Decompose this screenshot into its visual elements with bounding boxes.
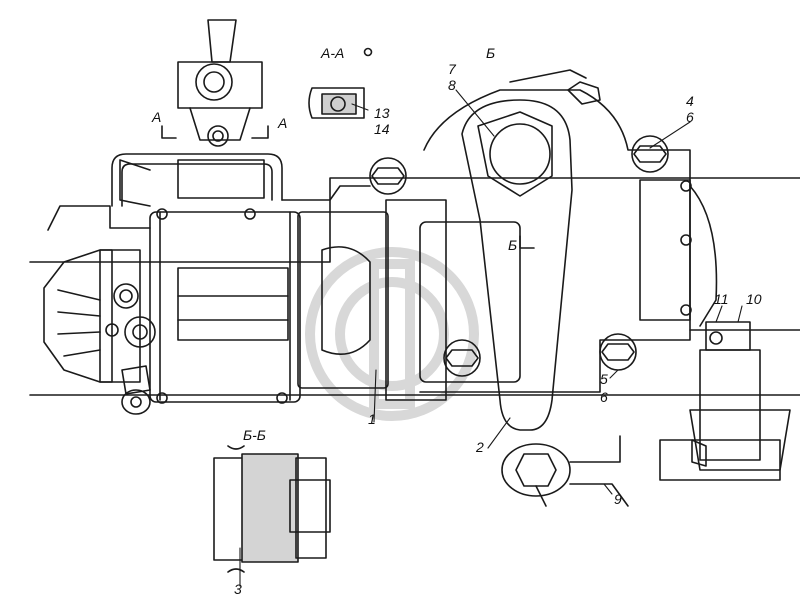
callout-13: 13	[374, 105, 390, 121]
gear-housing	[149, 208, 301, 404]
section-bb-title: Б-Б	[243, 427, 266, 443]
callout-14: 14	[374, 121, 390, 137]
callout-6-upper: 6	[686, 109, 694, 125]
section-mark-a-left: А	[152, 109, 162, 125]
callout-4: 4	[686, 93, 694, 109]
callout-2: 2	[476, 439, 484, 455]
callout-6-lower: 6	[600, 389, 608, 405]
callout-9: 9	[614, 491, 622, 507]
callout-11: 11	[714, 291, 729, 307]
callout-7: 7	[448, 61, 456, 77]
plug	[121, 365, 151, 415]
cylinder-housing	[297, 157, 521, 401]
section-mark-a-right: А	[278, 115, 288, 131]
section-mark-b: Б	[508, 237, 518, 253]
callout-5: 5	[600, 371, 608, 387]
end-cap	[43, 249, 156, 383]
universal-joint	[119, 19, 265, 207]
section-marks	[161, 125, 535, 249]
section-aa-title: А-А	[321, 45, 345, 61]
pitman-arm	[461, 69, 601, 507]
section-aa	[308, 47, 373, 119]
callout-3: 3	[234, 581, 242, 597]
leader-lines	[239, 89, 743, 587]
callout-10: 10	[746, 291, 762, 307]
sector-housing	[419, 89, 718, 393]
oil-pipe	[111, 153, 371, 207]
callout-1: 1	[368, 411, 376, 427]
view-b-title: Б	[486, 45, 496, 61]
gear-watermark-icon	[305, 247, 479, 421]
chassis-frame	[29, 177, 800, 396]
callout-8: 8	[448, 77, 456, 93]
section-bb	[213, 445, 331, 573]
drag-link	[569, 321, 791, 507]
